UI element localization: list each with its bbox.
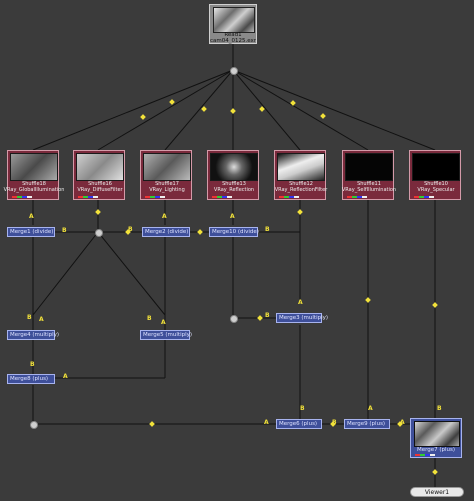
channel-indicator bbox=[347, 196, 367, 198]
merge-label: Merge2 (divide) bbox=[145, 229, 189, 235]
read-thumbnail bbox=[213, 7, 255, 33]
merge-label: Merge4 (multiply) bbox=[10, 332, 60, 338]
shuffle-name: Shuffle10 bbox=[424, 181, 448, 187]
dot-node[interactable] bbox=[30, 421, 38, 429]
merge-node[interactable]: Merge5 (multiply) bbox=[140, 330, 193, 340]
shuffle-thumbnail bbox=[210, 153, 258, 181]
shuffle-channel: VRay_Lighting bbox=[149, 187, 185, 193]
merge-node[interactable]: Merge9 (plus) bbox=[344, 419, 390, 429]
read-node[interactable]: Read1 cam04_0125.exr bbox=[209, 4, 257, 44]
shuffle-thumbnail bbox=[277, 153, 325, 181]
dot-node[interactable] bbox=[230, 315, 238, 323]
merge-node[interactable]: Merge6 (plus) bbox=[276, 419, 322, 429]
input-b-label: B bbox=[128, 226, 133, 233]
input-b-label: B bbox=[27, 314, 32, 321]
shuffle-node[interactable]: Shuffle10 VRay_Specular bbox=[409, 150, 461, 200]
merge-label: Merge6 (plus) bbox=[279, 421, 318, 427]
shuffle-name: Shuffle18 bbox=[22, 181, 46, 187]
shuffle-node[interactable]: Shuffle16 VRay_DiffuseFilter bbox=[73, 150, 125, 200]
input-b-label: B bbox=[332, 419, 337, 426]
shuffle-node[interactable]: Shuffle12 VRay_ReflectionFilter bbox=[274, 150, 327, 200]
input-a-label: A bbox=[39, 316, 44, 323]
read-title: Read1 bbox=[224, 32, 242, 38]
merge7-node[interactable]: Merge7 (plus) bbox=[410, 418, 462, 458]
channel-indicator bbox=[414, 196, 434, 198]
shuffle-thumbnail bbox=[143, 153, 191, 181]
channel-indicator bbox=[212, 196, 232, 198]
shuffle-node[interactable]: Shuffle11 VRay_SelfIllumination bbox=[342, 150, 396, 200]
shuffle-thumbnail bbox=[412, 153, 460, 181]
merge7-thumbnail bbox=[414, 421, 460, 447]
input-b-label: B bbox=[265, 312, 270, 319]
merge-label: Merge3 (multiply) bbox=[279, 315, 329, 321]
input-a-label: A bbox=[29, 213, 34, 220]
input-a-label: A bbox=[230, 213, 235, 220]
input-a-label: A bbox=[161, 319, 166, 326]
merge-label: Merge10 (divide) bbox=[212, 229, 259, 235]
dot-node[interactable] bbox=[230, 67, 238, 75]
input-b-label: B bbox=[30, 361, 35, 368]
shuffle-thumbnail bbox=[10, 153, 58, 181]
merge-label: Merge7 (plus) bbox=[416, 447, 456, 453]
read-file: cam04_0125.exr bbox=[210, 38, 257, 44]
dot-node[interactable] bbox=[95, 229, 103, 237]
merge-node[interactable]: Merge2 (divide) bbox=[142, 227, 190, 237]
input-b-label: B bbox=[265, 226, 270, 233]
merge-node[interactable]: Merge1 (divide) bbox=[7, 227, 55, 237]
shuffle-name: Shuffle16 bbox=[88, 181, 112, 187]
merge-node[interactable]: Merge8 (plus) bbox=[7, 374, 55, 384]
input-a-label: A bbox=[400, 419, 405, 426]
shuffle-channel: VRay_Reflection bbox=[213, 187, 255, 193]
merge-node[interactable]: Merge4 (multiply) bbox=[7, 330, 59, 340]
shuffle-name: Shuffle11 bbox=[357, 181, 381, 187]
input-b-label: B bbox=[62, 227, 67, 234]
merge-node[interactable]: Merge10 (divide) bbox=[209, 227, 259, 237]
input-b-label: B bbox=[147, 315, 152, 322]
merge-label: Merge9 (plus) bbox=[347, 421, 386, 427]
shuffle-channel: VRay_DiffuseFilter bbox=[77, 187, 123, 193]
shuffle-channel: VRay_Specular bbox=[417, 187, 455, 193]
input-a-label: A bbox=[298, 299, 303, 306]
shuffle-channel: VRay_GlobalIllumination bbox=[3, 187, 65, 193]
shuffle-name: Shuffle17 bbox=[155, 181, 179, 187]
channel-indicator bbox=[415, 454, 435, 456]
input-a-label: A bbox=[63, 373, 68, 380]
shuffle-thumbnail bbox=[76, 153, 124, 181]
shuffle-node[interactable]: Shuffle18 VRay_GlobalIllumination bbox=[4, 150, 64, 200]
merge-label: Merge5 (multiply) bbox=[143, 332, 193, 338]
input-b-label: B bbox=[437, 405, 442, 412]
viewer-node[interactable]: Viewer1 bbox=[410, 487, 464, 497]
channel-indicator bbox=[12, 196, 32, 198]
shuffle-name: Shuffle12 bbox=[289, 181, 313, 187]
channel-indicator bbox=[145, 196, 165, 198]
shuffle-node[interactable]: Shuffle13 VRay_Reflection bbox=[207, 150, 259, 200]
input-a-label: A bbox=[162, 213, 167, 220]
merge-label: Merge1 (divide) bbox=[10, 229, 54, 235]
input-a-label: A bbox=[264, 419, 269, 426]
merge-node[interactable]: Merge3 (multiply) bbox=[276, 313, 328, 323]
input-b-label: B bbox=[300, 405, 305, 412]
shuffle-channel: VRay_SelfIllumination bbox=[341, 187, 397, 193]
shuffle-thumbnail bbox=[345, 153, 393, 181]
input-a-label: A bbox=[368, 405, 373, 412]
channel-indicator bbox=[78, 196, 98, 198]
merge-label: Merge8 (plus) bbox=[10, 376, 49, 382]
viewer-label: Viewer1 bbox=[424, 489, 450, 496]
shuffle-channel: VRay_ReflectionFilter bbox=[274, 187, 328, 193]
shuffle-name: Shuffle13 bbox=[222, 181, 246, 187]
channel-indicator bbox=[279, 196, 299, 198]
shuffle-node[interactable]: Shuffle17 VRay_Lighting bbox=[140, 150, 192, 200]
